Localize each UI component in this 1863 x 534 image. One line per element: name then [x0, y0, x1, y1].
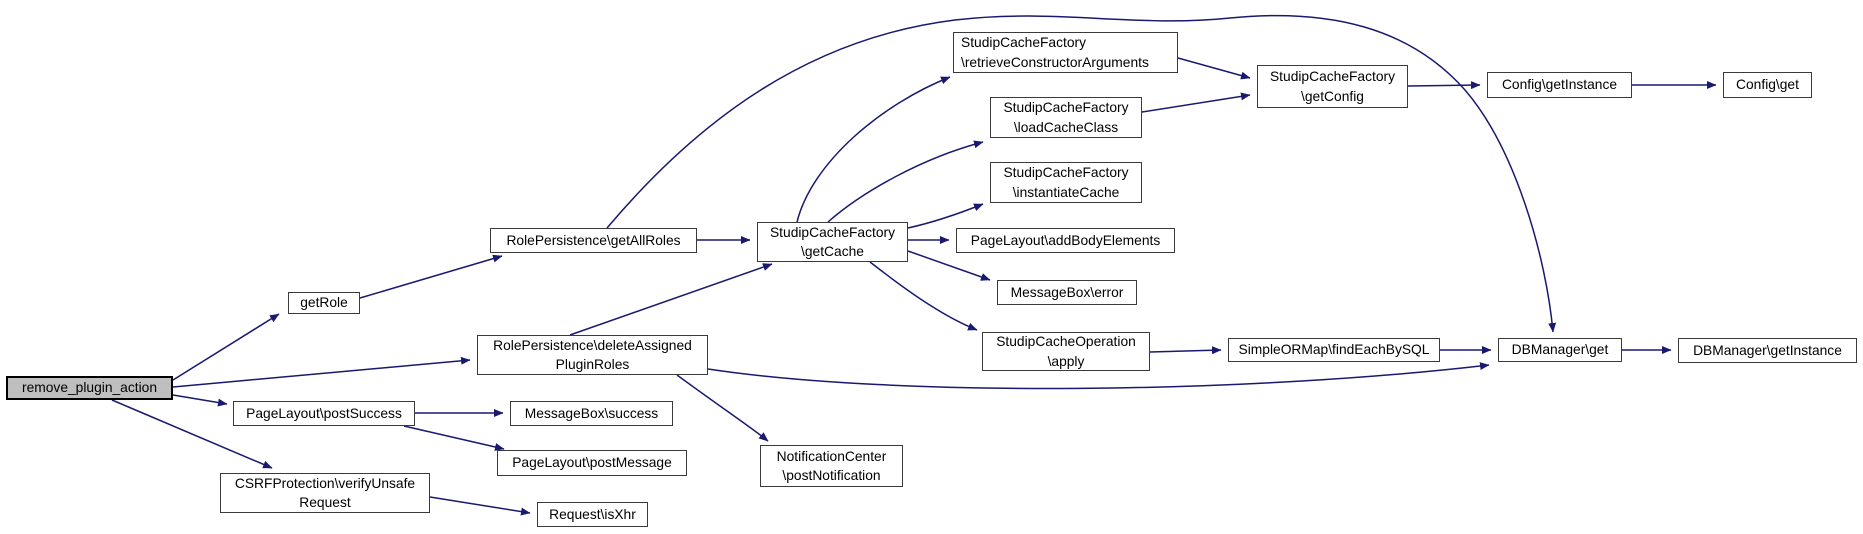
- node-isXhr[interactable]: Request\isXhr: [537, 502, 648, 527]
- node-label: PluginRoles: [555, 357, 630, 372]
- node-label: \getConfig: [1301, 88, 1364, 104]
- node-label: StudipCacheFactory: [1003, 100, 1129, 116]
- node-postMessage[interactable]: PageLayout\postMessage: [497, 450, 687, 476]
- node-label: RolePersistence\deleteAssigned: [493, 337, 692, 353]
- node-label: MessageBox\success: [524, 405, 659, 421]
- node-loadCacheClass[interactable]: StudipCacheFactory \loadCacheClass: [990, 97, 1142, 138]
- node-label: remove_plugin_action: [22, 380, 157, 396]
- node-label: Request: [299, 495, 351, 510]
- node-postSuccess[interactable]: PageLayout\postSuccess: [233, 401, 415, 426]
- edge-deleteAssignedPluginRoles-to-dbGet: [707, 362, 1490, 390]
- node-label: PageLayout\postSuccess: [246, 405, 402, 421]
- node-label: Config\get: [1736, 77, 1799, 93]
- node-configGetInstance[interactable]: Config\getInstance: [1487, 72, 1632, 98]
- node-label: Request\isXhr: [549, 506, 636, 522]
- edge-remove_plugin_action-to-verifyUnsafeRequest: [111, 399, 273, 469]
- node-label: DBManager\get: [1511, 342, 1609, 358]
- edge-getConfig-to-configGetInstance: [1407, 81, 1481, 90]
- node-dbGet[interactable]: DBManager\get: [1498, 338, 1622, 362]
- node-addBodyElements[interactable]: PageLayout\addBodyElements: [956, 228, 1175, 253]
- edge-apply-to-findEachBySQL: [1149, 346, 1222, 355]
- node-label: PageLayout\addBodyElements: [970, 232, 1161, 248]
- node-retrieveConstructorArguments[interactable]: StudipCacheFactory \retrieveConstructorAr…: [953, 32, 1178, 73]
- edge-remove_plugin_action-to-postSuccess: [172, 394, 228, 407]
- node-label: StudipCacheFactory: [1003, 165, 1129, 181]
- node-label: SimpleORMap\findEachBySQL: [1238, 342, 1430, 358]
- edge-getAllRoles-to-dbGet: [606, 14, 1557, 333]
- node-label: \instantiateCache: [1012, 184, 1120, 200]
- node-label: NotificationCenter: [776, 448, 887, 464]
- edge-deleteAssignedPluginRoles-to-postNotification: [676, 374, 769, 442]
- node-messageBoxSuccess[interactable]: MessageBox\success: [510, 401, 673, 426]
- edge-getRole-to-getAllRoles: [359, 254, 503, 299]
- edge-getCache-to-instantiateCache: [907, 203, 984, 229]
- node-findEachBySQL[interactable]: SimpleORMap\findEachBySQL: [1228, 338, 1440, 362]
- node-getCache[interactable]: StudipCacheFactory \getCache: [757, 222, 908, 262]
- edge-getCache-to-apply: [869, 261, 978, 331]
- node-label: StudipCacheFactory: [961, 35, 1087, 51]
- node-instantiateCache[interactable]: StudipCacheFactory \instantiateCache: [990, 162, 1142, 203]
- edge-deleteAssignedPluginRoles-to-getCache: [569, 263, 773, 336]
- node-dbGetInstance[interactable]: DBManager\getInstance: [1678, 338, 1857, 363]
- node-label: \apply: [1047, 353, 1085, 369]
- node-label: DBManager\getInstance: [1693, 342, 1842, 358]
- edge-loadCacheClass-to-getConfig: [1141, 92, 1251, 113]
- node-getConfig[interactable]: StudipCacheFactory \getConfig: [1257, 65, 1408, 108]
- edge-remove_plugin_action-to-deleteAssignedPluginRoles: [172, 356, 471, 388]
- node-label: PageLayout\postMessage: [512, 455, 672, 471]
- node-getRole[interactable]: getRole: [288, 292, 360, 314]
- node-messageBoxError[interactable]: MessageBox\error: [997, 280, 1137, 305]
- node-label: \getCache: [801, 244, 864, 259]
- edge-getCache-to-messageBoxError: [907, 250, 991, 281]
- node-configGet[interactable]: Config\get: [1723, 72, 1812, 98]
- node-label: StudipCacheOperation: [996, 334, 1136, 350]
- node-label: CSRFProtection\verifyUnsafe: [234, 475, 416, 491]
- node-label: Config\getInstance: [1501, 77, 1618, 93]
- edge-retrieveConstructorArguments-to-getConfig: [1177, 57, 1251, 80]
- node-label: getRole: [300, 295, 348, 311]
- edge-verifyUnsafeRequest-to-isXhr: [429, 496, 531, 516]
- node-label: \retrieveConstructorArguments: [961, 54, 1149, 70]
- node-remove_plugin_action: remove_plugin_action: [6, 376, 173, 400]
- edge-getCache-to-loadCacheClass: [827, 140, 984, 223]
- node-label: \loadCacheClass: [1013, 119, 1119, 135]
- node-getAllRoles[interactable]: RolePersistence\getAllRoles: [490, 228, 697, 253]
- edge-getCache-to-retrieveConstructorArguments: [796, 76, 951, 223]
- node-label: StudipCacheFactory: [1269, 69, 1395, 85]
- node-label: RolePersistence\getAllRoles: [506, 232, 681, 248]
- node-label: StudipCacheFactory: [769, 224, 895, 240]
- node-apply[interactable]: StudipCacheOperation \apply: [982, 332, 1150, 371]
- node-label: MessageBox\error: [1010, 284, 1124, 300]
- node-postNotification[interactable]: NotificationCenter \postNotification: [760, 445, 903, 487]
- edge-postSuccess-to-postMessage: [403, 425, 505, 451]
- edge-remove_plugin_action-to-getRole: [172, 313, 280, 381]
- node-label: \postNotification: [782, 468, 881, 483]
